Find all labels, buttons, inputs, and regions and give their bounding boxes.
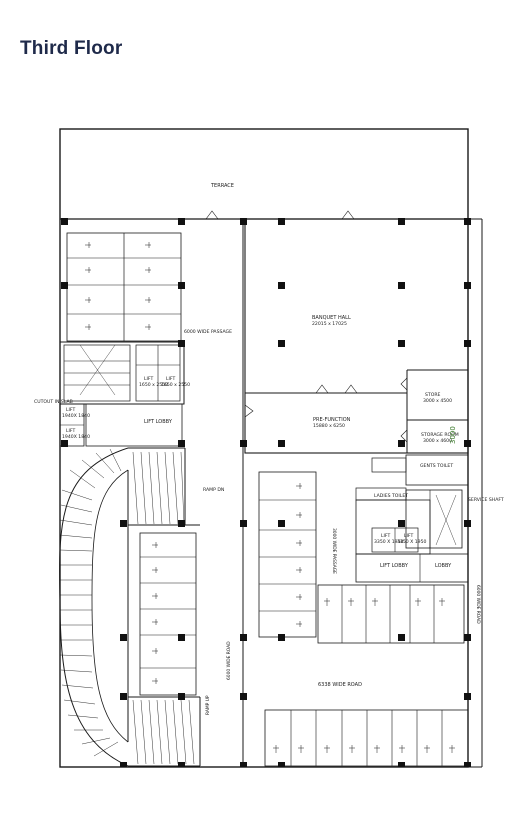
lift-c-dims: 1940X 1840 bbox=[62, 413, 90, 419]
storage-dims: 3000 x 4600 bbox=[423, 438, 452, 444]
pre-function-dims: 15880 x 6250 bbox=[313, 423, 345, 429]
ramp-dn-label: RAMP DN bbox=[203, 487, 224, 493]
lift-d-label: LIFT bbox=[66, 428, 75, 434]
car-symbols bbox=[85, 242, 455, 753]
structural-columns bbox=[61, 218, 471, 767]
lift-d-dims: 1940X 1840 bbox=[62, 434, 90, 440]
store-label: STORE bbox=[425, 392, 441, 398]
lobby-label: LOBBY bbox=[435, 563, 452, 569]
lift-a-label: LIFT bbox=[144, 376, 153, 382]
service-shaft-label: SERVICE SHAFT bbox=[468, 497, 504, 503]
lift-f-dims: 3350 X 1950 bbox=[397, 539, 427, 545]
lift-c-label: LIFT bbox=[66, 407, 75, 413]
terrace-label: TERRACE bbox=[210, 183, 234, 189]
road-bottom-label: 6338 WIDE ROAD bbox=[318, 682, 362, 688]
road-vertical-label: 6000 WIDE ROAD bbox=[226, 641, 232, 680]
lift-b-dims: 1650 x 2550 bbox=[161, 382, 190, 388]
ramp-up-label: RAMP UP bbox=[205, 695, 211, 715]
passage-right-label: 3000 WIDE PASSAGE bbox=[331, 528, 337, 574]
gents-toilet-label: GENTS TOILET bbox=[420, 463, 453, 469]
ramp-outer-curve bbox=[59, 447, 129, 767]
lift-e-dims: 3350 X 1950 bbox=[374, 539, 404, 545]
lift-e-label: LIFT bbox=[381, 533, 390, 539]
lift-lobby-left-label: LIFT LOBBY bbox=[144, 419, 173, 425]
page-title: Third Floor bbox=[20, 38, 123, 59]
lift-b-label: LIFT bbox=[166, 376, 175, 382]
pre-function-label: PRE-FUNCTION bbox=[313, 417, 351, 423]
banquet-hall-outline bbox=[244, 218, 469, 454]
banquet-hall-label: BANQUET HALL bbox=[312, 315, 351, 321]
lift-f-label: LIFT bbox=[404, 533, 413, 539]
store-dims: 3000 x 4500 bbox=[423, 398, 452, 404]
passage-label: 6000 WIDE PASSAGE bbox=[184, 329, 232, 335]
dim-green-label: 3000 bbox=[449, 426, 457, 444]
ladies-toilet-label: LADIES TOILET bbox=[374, 493, 408, 499]
banquet-hall-dims: 22015 x 17025 bbox=[312, 321, 347, 327]
storage-room-label: STORAGE ROOM bbox=[421, 432, 459, 438]
ramp-inner-curve bbox=[91, 469, 129, 743]
lift-lobby-right-label: LIFT LOBBY bbox=[380, 563, 409, 569]
east-road-label: 6000 WIDE ROAD bbox=[475, 585, 481, 624]
lift-a-dims: 1650 x 2550 bbox=[139, 382, 168, 388]
cutout-label: CUTOUT IN SLAB bbox=[34, 399, 73, 405]
door-symbols bbox=[205, 210, 408, 443]
